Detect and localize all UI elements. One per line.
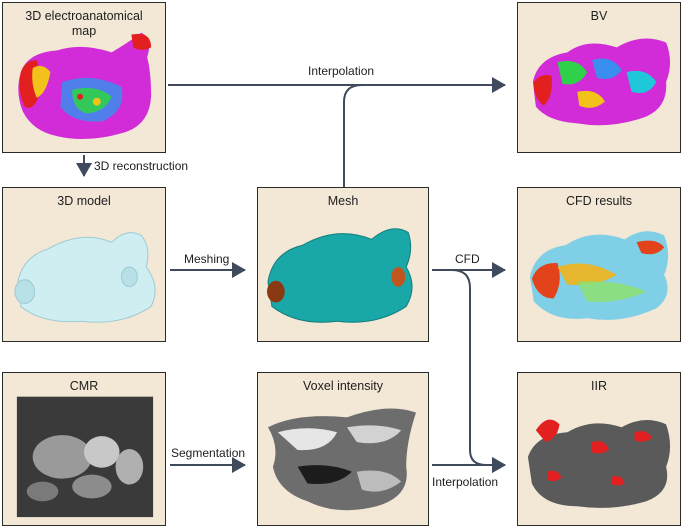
panel-title-cfd: CFD results: [566, 194, 632, 208]
voxel-image: [267, 408, 417, 511]
cfd-image: [529, 231, 669, 320]
bv-image: [532, 38, 671, 126]
label-segmentation: Segmentation: [171, 446, 246, 460]
panel-3d-model: 3D model: [2, 187, 166, 342]
panel-title-iir: IIR: [591, 379, 607, 393]
eam-title-line1: 3D electroanatomical: [25, 9, 143, 23]
panel-title-model: 3D model: [57, 194, 111, 208]
model-image: [14, 232, 156, 323]
panel-title-voxel: Voxel intensity: [303, 379, 383, 393]
panel-title-mesh: Mesh: [327, 194, 359, 208]
label-meshing: Meshing: [184, 252, 230, 266]
panel-voxel: Voxel intensity: [257, 372, 429, 526]
panel-title-eam: 3D electroanatomical map: [3, 9, 165, 39]
panel-iir: IIR: [517, 372, 681, 526]
label-reconstruction: 3D reconstruction: [94, 159, 189, 173]
panel-eam: 3D electroanatomical map: [2, 2, 166, 153]
mesh-image: [266, 228, 413, 323]
label-cfd: CFD: [455, 252, 480, 266]
panel-title-bv: BV: [590, 9, 608, 23]
arrow-mesh-to-bv: [343, 84, 363, 187]
label-interpolation-top: Interpolation: [308, 64, 375, 78]
arrow-mesh-to-iir: [451, 269, 506, 473]
panel-title-cmr: CMR: [69, 379, 99, 393]
panel-cmr: CMR: [2, 372, 166, 526]
cmr-image: [16, 396, 154, 518]
eam-image: [18, 32, 152, 140]
panel-mesh: Mesh: [257, 187, 429, 342]
label-interpolation-bottom: Interpolation: [432, 475, 499, 489]
eam-title-line2: map: [71, 24, 97, 38]
iir-image: [527, 419, 671, 508]
panel-cfd: CFD results: [517, 187, 681, 342]
panel-bv: BV: [517, 2, 681, 153]
